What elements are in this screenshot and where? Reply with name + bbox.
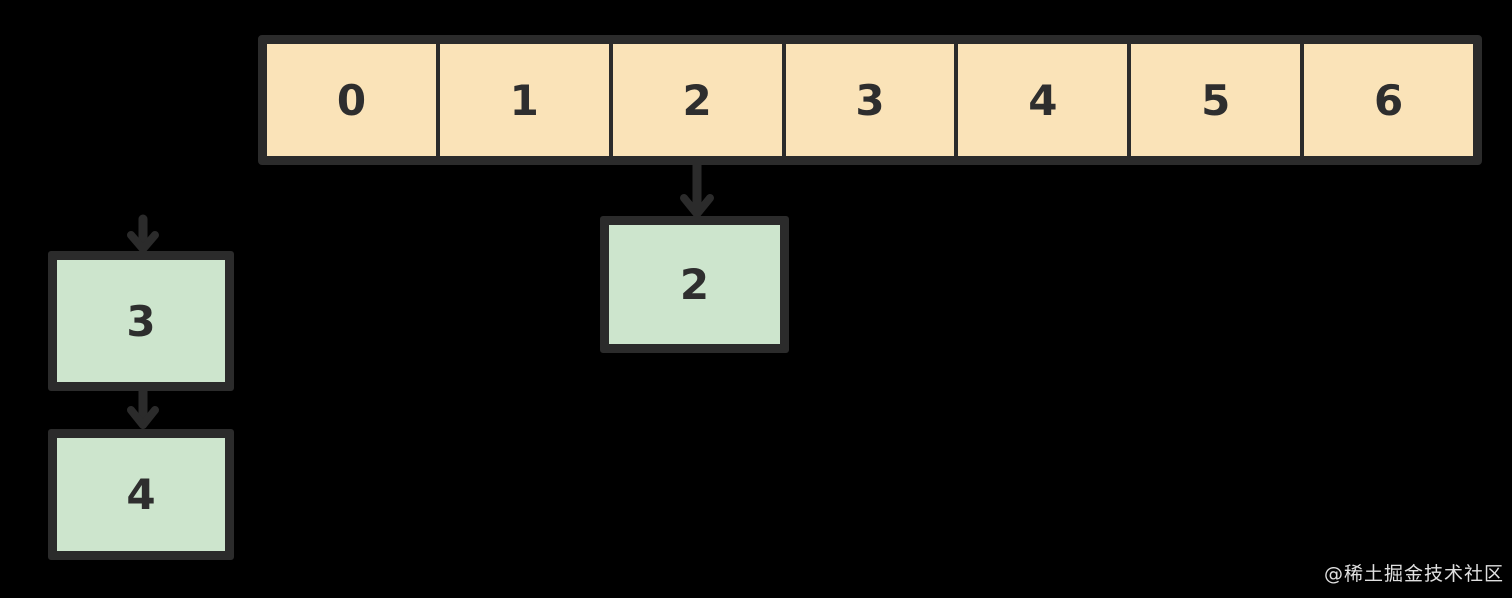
- array-cell-4: 4: [954, 44, 1127, 156]
- arrow-node3-to-node4: [127, 384, 159, 429]
- chain-node-value: 3: [126, 296, 156, 346]
- array-cell-1: 1: [435, 44, 609, 156]
- array-cell-5: 5: [1127, 44, 1300, 156]
- array-cell-0: 0: [336, 75, 367, 125]
- arrow-into-node3: [127, 214, 159, 253]
- arrow-bucket2-to-node2: [680, 158, 714, 218]
- array-cell-6: 6: [1300, 44, 1473, 156]
- chain-node-left-bottom: 4: [48, 429, 234, 560]
- chain-node-left-top: 3: [48, 251, 234, 391]
- chain-node-value: 4: [126, 470, 156, 519]
- array-cell-3: 3: [781, 44, 955, 156]
- chain-node-bucket2: 2: [600, 216, 789, 353]
- chain-node-value: 2: [679, 260, 710, 309]
- bucket-array: 0 1 2 3 4 5 6: [258, 35, 1482, 165]
- array-cell-2: 2: [608, 44, 782, 156]
- watermark: @稀土掘金技术社区: [1323, 563, 1504, 585]
